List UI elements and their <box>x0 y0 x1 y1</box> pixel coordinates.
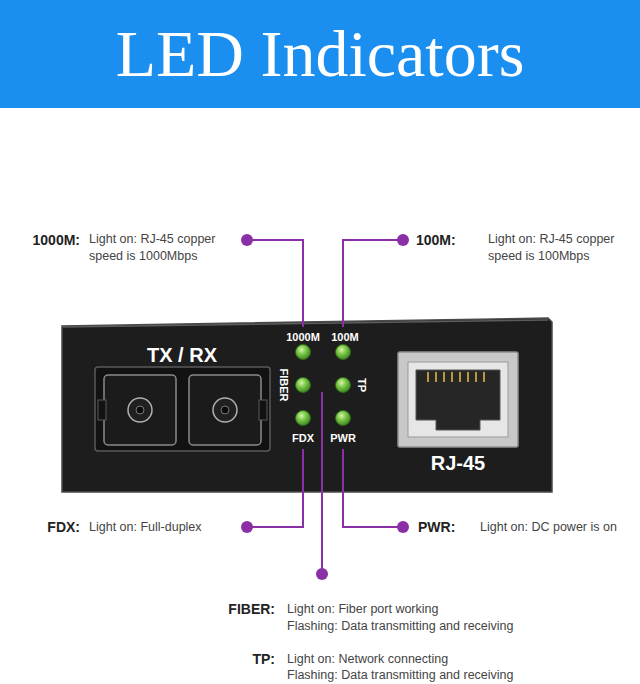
sc-connector <box>95 367 270 451</box>
callout-text: Light on: RJ-45 copper speed is 1000Mbps <box>89 231 239 265</box>
device-housing <box>62 318 552 492</box>
header-band <box>0 0 640 108</box>
port-label: RJ-45 <box>431 453 485 473</box>
led-label: 100M <box>331 332 359 343</box>
leader-lines <box>247 240 403 574</box>
led-label: FIBER <box>278 369 289 402</box>
callout-heading: FDX: <box>47 519 80 535</box>
led-label: PWR <box>330 433 356 444</box>
rj45-bezel <box>408 362 508 437</box>
led-label: 1000M <box>286 332 320 343</box>
leader-line <box>247 240 303 327</box>
rj45-pins <box>428 372 484 382</box>
leader-dot <box>241 521 253 533</box>
rj45-frame <box>398 352 518 447</box>
callout-text: Light on: DC power is on <box>480 519 617 536</box>
leader-dot <box>397 234 409 246</box>
leader-dot <box>397 521 409 533</box>
port-label: TX / RX <box>147 345 217 365</box>
sc-socket <box>104 375 176 445</box>
callout-heading: PWR: <box>418 519 455 535</box>
callout-heading: FIBER: <box>228 601 275 617</box>
led <box>336 411 351 426</box>
callout-text: Light on: Fiber port working <box>287 601 438 618</box>
led <box>296 411 311 426</box>
led-label: FDX <box>292 433 314 444</box>
led <box>336 345 351 360</box>
led-label: TP <box>356 378 367 392</box>
leader-line <box>247 449 303 527</box>
page-title: LED Indicators <box>0 0 640 108</box>
callout-heading: 100M: <box>416 232 456 248</box>
callout-text: Light on: RJ-45 copper speed is 100Mbps <box>488 231 634 265</box>
sc-latch <box>259 400 267 420</box>
callout-text: Flashing: Data transmitting and receivin… <box>287 667 514 684</box>
housing-edge <box>63 320 548 327</box>
ferrule-core <box>221 406 229 414</box>
callout-text: Light on: Full-duplex <box>89 519 202 536</box>
led <box>296 345 311 360</box>
rj45-opening <box>416 370 500 430</box>
led <box>296 378 311 393</box>
ferrule-core <box>136 406 144 414</box>
callout-heading: 1000M: <box>33 232 80 248</box>
sc-socket <box>189 375 261 445</box>
leader-line <box>321 392 323 574</box>
leader-dots <box>241 234 409 580</box>
sc-latch <box>98 400 106 420</box>
leader-line <box>343 240 403 327</box>
ferrule <box>213 398 237 422</box>
ferrule <box>128 398 152 422</box>
callout-heading: TP: <box>252 651 275 667</box>
leader-line <box>343 449 403 527</box>
leader-dot <box>241 234 253 246</box>
media-converter: TX / RX 1000M 100M FIBER TP FDX PWR RJ-45 <box>62 322 552 492</box>
callout-text: Flashing: Data transmitting and receivin… <box>287 618 514 635</box>
leader-dot <box>316 568 328 580</box>
callout-text: Light on: Network connecting <box>287 651 448 668</box>
led <box>336 378 351 393</box>
